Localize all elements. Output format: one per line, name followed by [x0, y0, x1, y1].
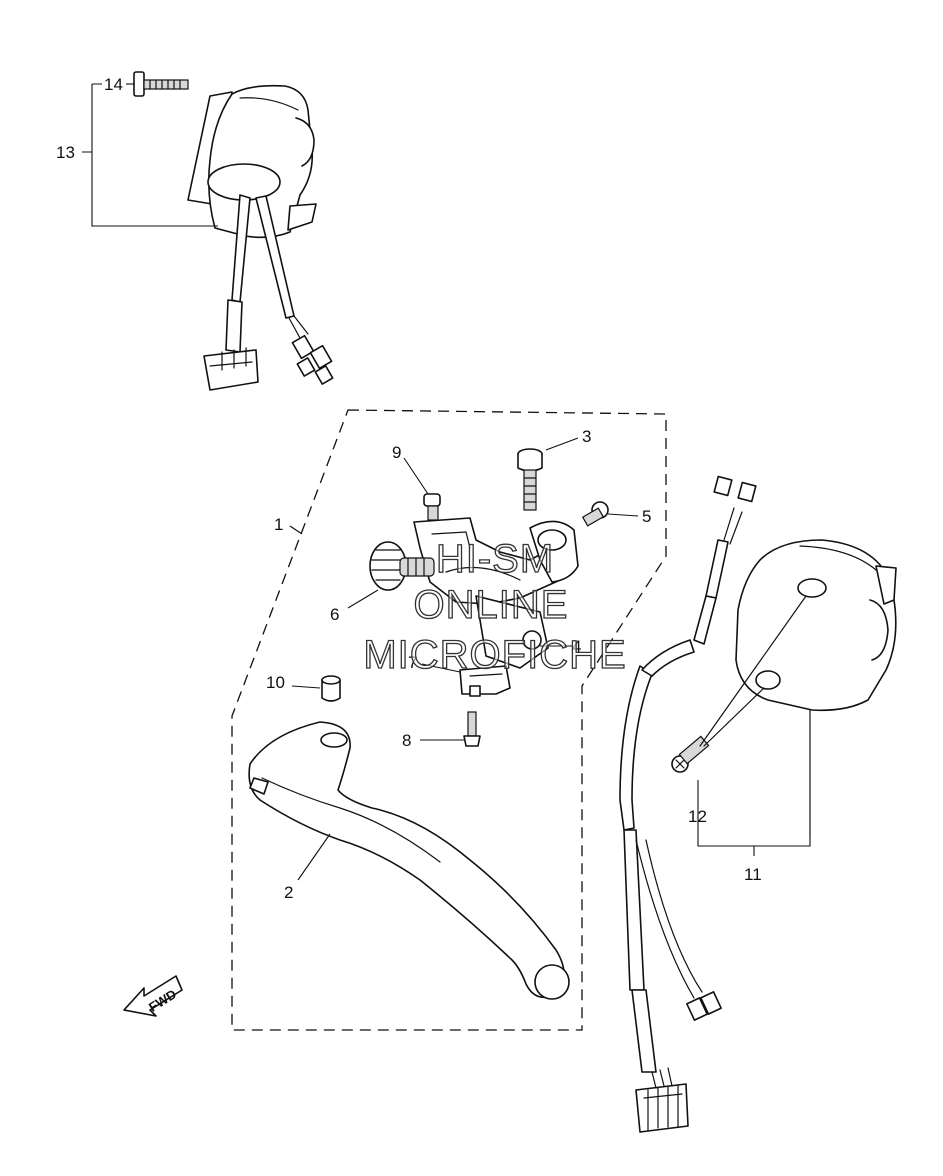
watermark-line2: ONLINE	[414, 583, 569, 627]
callout-2: 2	[284, 883, 293, 902]
leader-2	[297, 833, 331, 881]
leader-3	[545, 437, 579, 451]
watermark-line1: HI-SM	[436, 537, 554, 581]
screw-8-icon	[463, 711, 481, 747]
leader-6	[347, 589, 379, 609]
leader-1	[289, 525, 303, 535]
adjuster-6-icon	[369, 541, 435, 591]
callout-11: 11	[744, 865, 762, 884]
callout-8: 8	[402, 731, 411, 750]
callout-4: 4	[572, 637, 581, 656]
callout-9: 9	[392, 443, 401, 462]
callout-6: 6	[330, 605, 339, 624]
callout-14: 14	[104, 75, 123, 94]
leader-5	[607, 513, 639, 517]
callout-7: 7	[408, 653, 417, 672]
lever-2	[248, 721, 570, 1000]
callout-10: 10	[266, 673, 285, 692]
leader-11	[697, 780, 811, 856]
bolt-3-icon	[517, 448, 543, 511]
leader-10	[291, 685, 321, 689]
lever-holder-assembly	[413, 517, 579, 697]
callout-13: 13	[56, 143, 75, 162]
leader-7	[421, 663, 461, 673]
leader-13	[82, 83, 218, 227]
screw-9-icon	[423, 493, 441, 521]
watermark-line3: MICROFICHE	[363, 633, 626, 677]
callout-12: 12	[688, 807, 707, 826]
lever-holder-assembly-boundary	[231, 409, 667, 1031]
bolt-5-icon	[581, 501, 609, 527]
screw-14-icon	[133, 71, 189, 97]
fwd-arrow-icon: FWD	[123, 975, 183, 1017]
watermark: HI-SM ONLINE MICROFICHE	[363, 536, 627, 677]
callout-1: 1	[274, 515, 283, 534]
callout-3: 3	[582, 427, 591, 446]
collar-10-icon	[321, 675, 341, 702]
leader-9	[403, 457, 429, 495]
callout-5: 5	[642, 507, 651, 526]
handlebar-switch-right	[619, 475, 897, 1133]
handlebar-switch-left	[133, 71, 334, 391]
